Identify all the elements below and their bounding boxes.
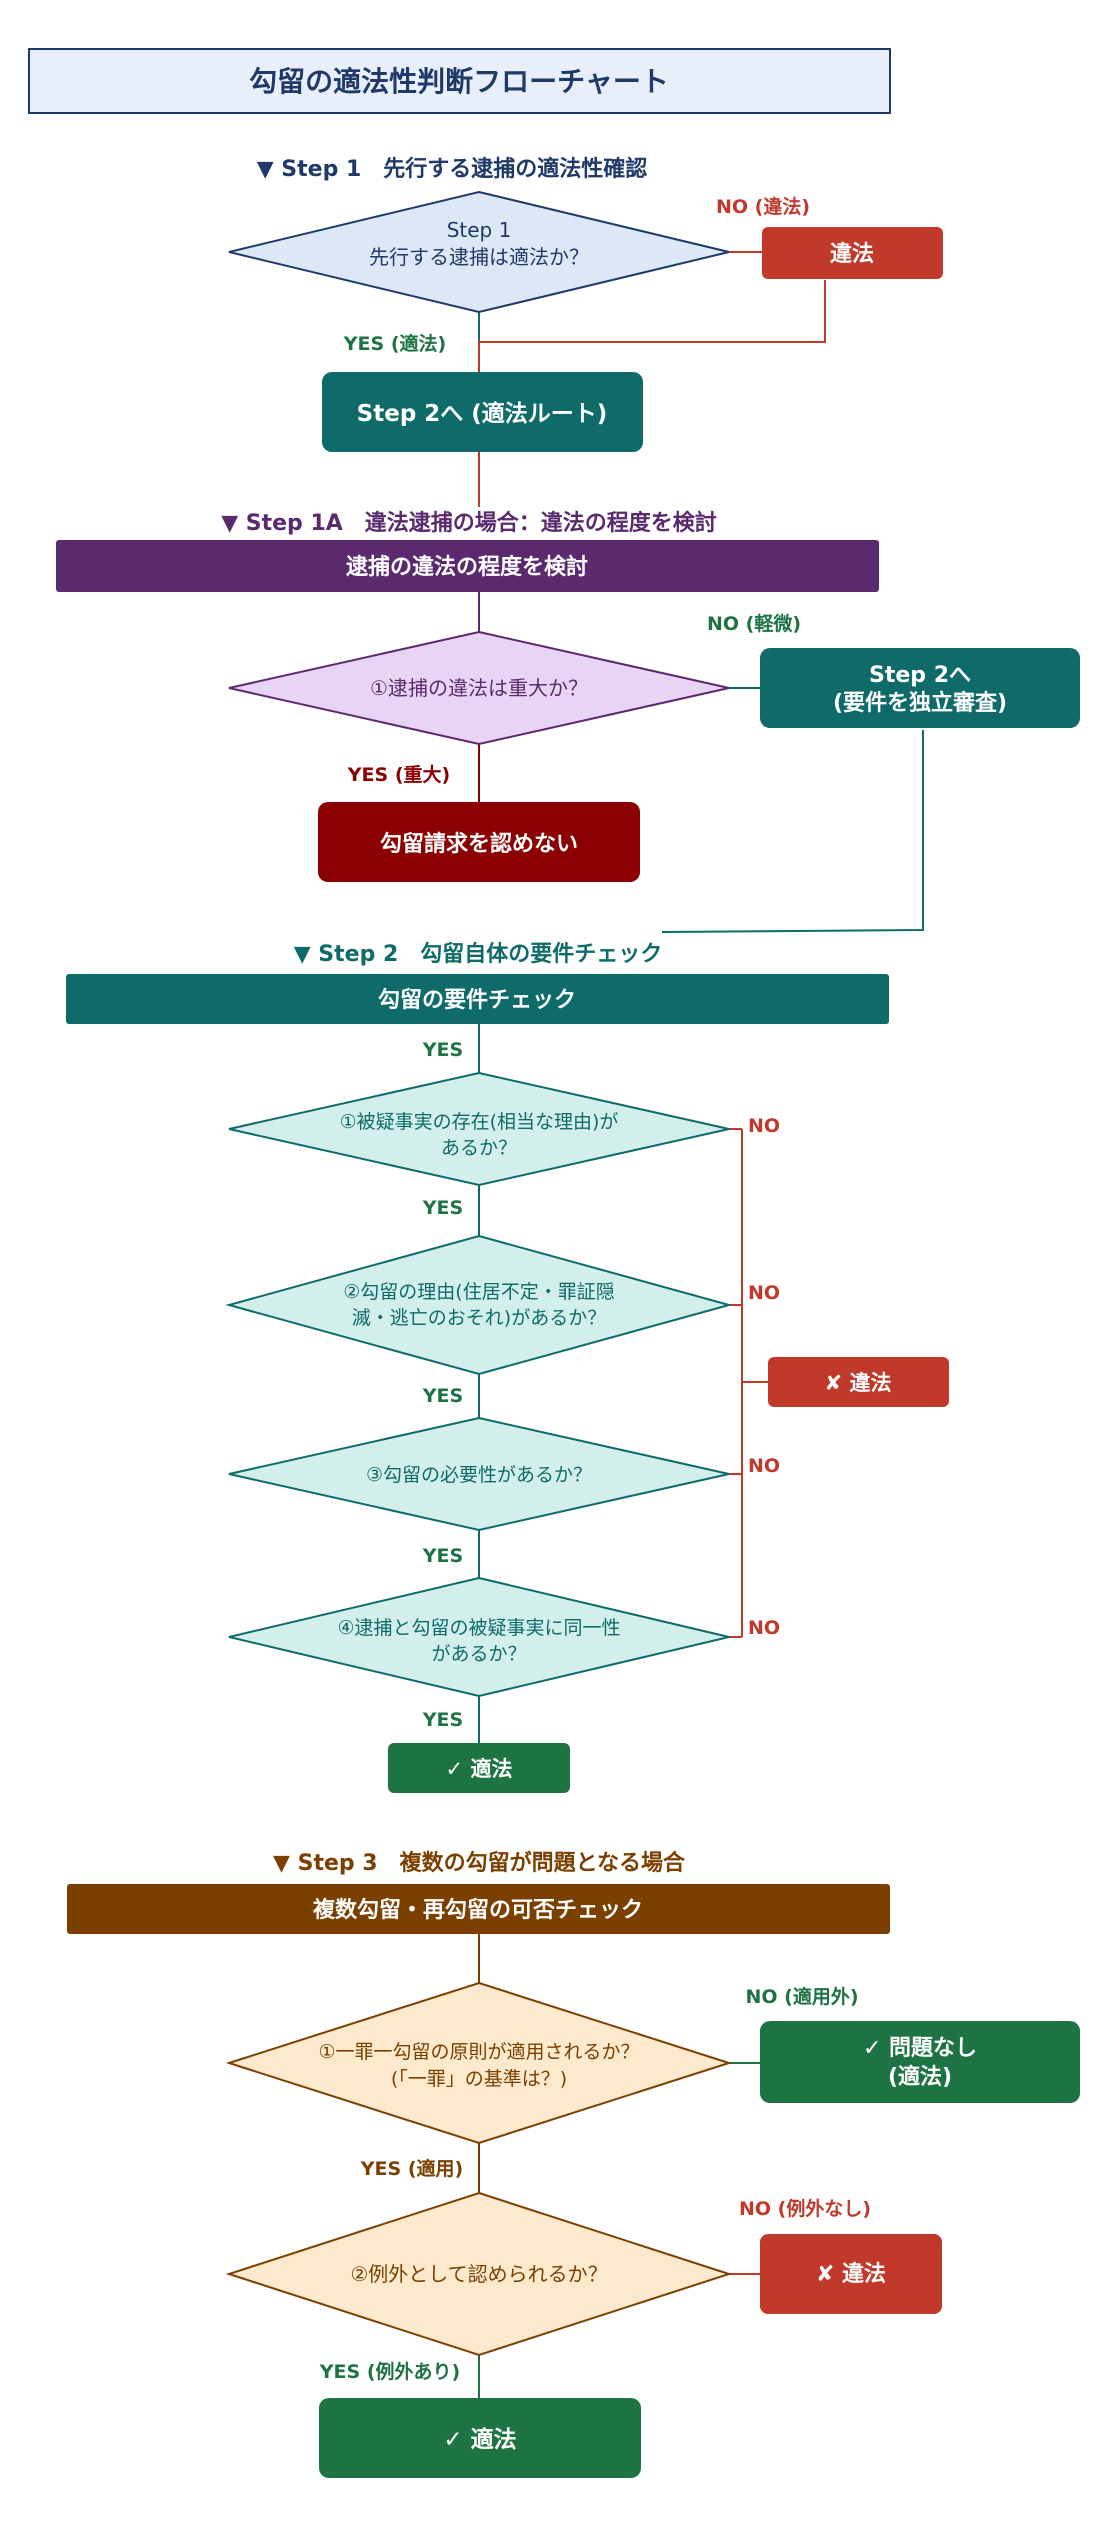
step2-q4-line2: があるか？ — [431, 1643, 526, 1665]
step1a-no-label: NO (軽微) — [707, 612, 801, 635]
title-box — [28, 48, 891, 114]
step1-decision — [228, 190, 730, 314]
step2-bar — [66, 974, 889, 1024]
step1-no-label: NO (違法) — [716, 195, 810, 218]
step3-violation-label: ✘ 違法 — [816, 2261, 886, 2287]
step1a-bar — [56, 540, 879, 592]
step3-bar-label: 複数勾留・再勾留の可否チェック — [313, 1897, 643, 1923]
step2-no-label-4: NO — [748, 1617, 780, 1639]
step2-yes-label-4: YES — [422, 1545, 463, 1567]
step2-q2-line1: ②勾留の理由(住居不定・罪証隠 — [343, 1281, 614, 1303]
step3-q2-no-label: NO (例外なし) — [739, 2197, 871, 2220]
step3-header: ▼ Step 3 複数の勾留が問題となる場合 — [273, 1850, 686, 1876]
step1a-yes-label: YES (重大) — [347, 763, 450, 786]
step2-no-label-3: NO — [748, 1455, 780, 1477]
step2-q3-label: ③勾留の必要性があるか？ — [366, 1464, 592, 1486]
step2-header: ▼ Step 2 勾留自体の要件チェック — [294, 941, 663, 967]
step3-q2-label: ②例外として認められるか？ — [350, 2262, 607, 2286]
step3-q1-decision — [225, 1981, 733, 2145]
step1a-decision-label: ①逮捕の違法は重大か？ — [370, 676, 588, 700]
step1a-step2-box — [760, 648, 1080, 728]
step1-violation-label: 違法 — [830, 241, 874, 267]
step2-violation-box — [768, 1357, 949, 1407]
step3-no-problem-box — [760, 2021, 1080, 2103]
step3-q1-line2: (「一罪」の基準は？) — [391, 2068, 567, 2090]
step1a-deny-label: 勾留請求を認めない — [380, 831, 578, 857]
step1a-header: ▼ Step 1A 違法逮捕の場合：違法の程度を検討 — [221, 510, 717, 536]
step3-lawful-box — [319, 2398, 641, 2478]
step2-q4-decision — [228, 1576, 730, 1698]
step3-violation-box — [760, 2234, 942, 2314]
step2-q1-line1: ①被疑事実の存在(相当な理由)が — [340, 1111, 619, 1133]
step3-q1-yes-label: YES (適用) — [360, 2157, 463, 2180]
step2-violation-label: ✘ 違法 — [825, 1371, 892, 1395]
step3-no-problem-line2: (適法) — [888, 2064, 952, 2090]
step2-yes-label-5: YES — [422, 1709, 463, 1731]
step2-yes-label-2: YES — [422, 1197, 463, 1219]
step1a-decision — [228, 630, 730, 746]
step2-lawful-label: ✓ 適法 — [446, 1757, 513, 1781]
step3-q1-line1: ①一罪一勾留の原則が適用されるか？ — [318, 2041, 639, 2063]
step2-q1-decision — [228, 1071, 730, 1187]
step1a-bar-label: 逮捕の違法の程度を検討 — [346, 554, 588, 580]
step3-lawful-label: ✓ 適法 — [443, 2426, 516, 2453]
step2-bar-label: 勾留の要件チェック — [378, 987, 576, 1013]
step2-yes-label-3: YES — [422, 1385, 463, 1407]
step1-lawful-route-label: Step 2へ (適法ルート) — [357, 400, 608, 427]
page-title: 勾留の適法性判断フローチャート — [249, 65, 669, 98]
step2-q2-decision — [225, 1234, 733, 1376]
step2-q2-line2: 滅・逃亡のおそれ)があるか？ — [352, 1307, 606, 1329]
step2-no-label-1: NO — [748, 1115, 780, 1137]
step1-lawful-route-box — [322, 372, 643, 452]
step3-no-problem-line1: ✓ 問題なし — [863, 2036, 977, 2061]
step1a-step2-label-line2: (要件を独立審査) — [833, 690, 1007, 716]
step2-no-label-2: NO — [748, 1282, 780, 1304]
step2-q3-decision — [228, 1416, 730, 1532]
step2-lawful-box — [388, 1743, 570, 1793]
step3-q2-decision — [225, 2191, 733, 2357]
step2-yes-label-1: YES — [422, 1039, 463, 1061]
step1-yes-label: YES (適法) — [343, 332, 446, 355]
step1-decision-line2: 先行する逮捕は適法か？ — [369, 245, 589, 269]
step1-header: ▼ Step 1 先行する逮捕の適法性確認 — [257, 156, 648, 182]
step1a-deny-box — [318, 802, 640, 882]
step3-bar — [67, 1884, 890, 1934]
step1-violation-box — [762, 227, 943, 279]
step1-decision-line1: Step 1 — [447, 218, 512, 242]
step2-q1-line2: あるか？ — [441, 1137, 517, 1159]
step2-q4-line1: ④逮捕と勾留の被疑事実に同一性 — [337, 1617, 620, 1639]
connectors — [478, 251, 924, 2398]
step1a-step2-label-line1: Step 2へ — [869, 663, 971, 688]
step3-q1-no-label: NO (適用外) — [745, 1985, 858, 2008]
step3-q2-yes-label: YES (例外あり) — [319, 2360, 460, 2383]
